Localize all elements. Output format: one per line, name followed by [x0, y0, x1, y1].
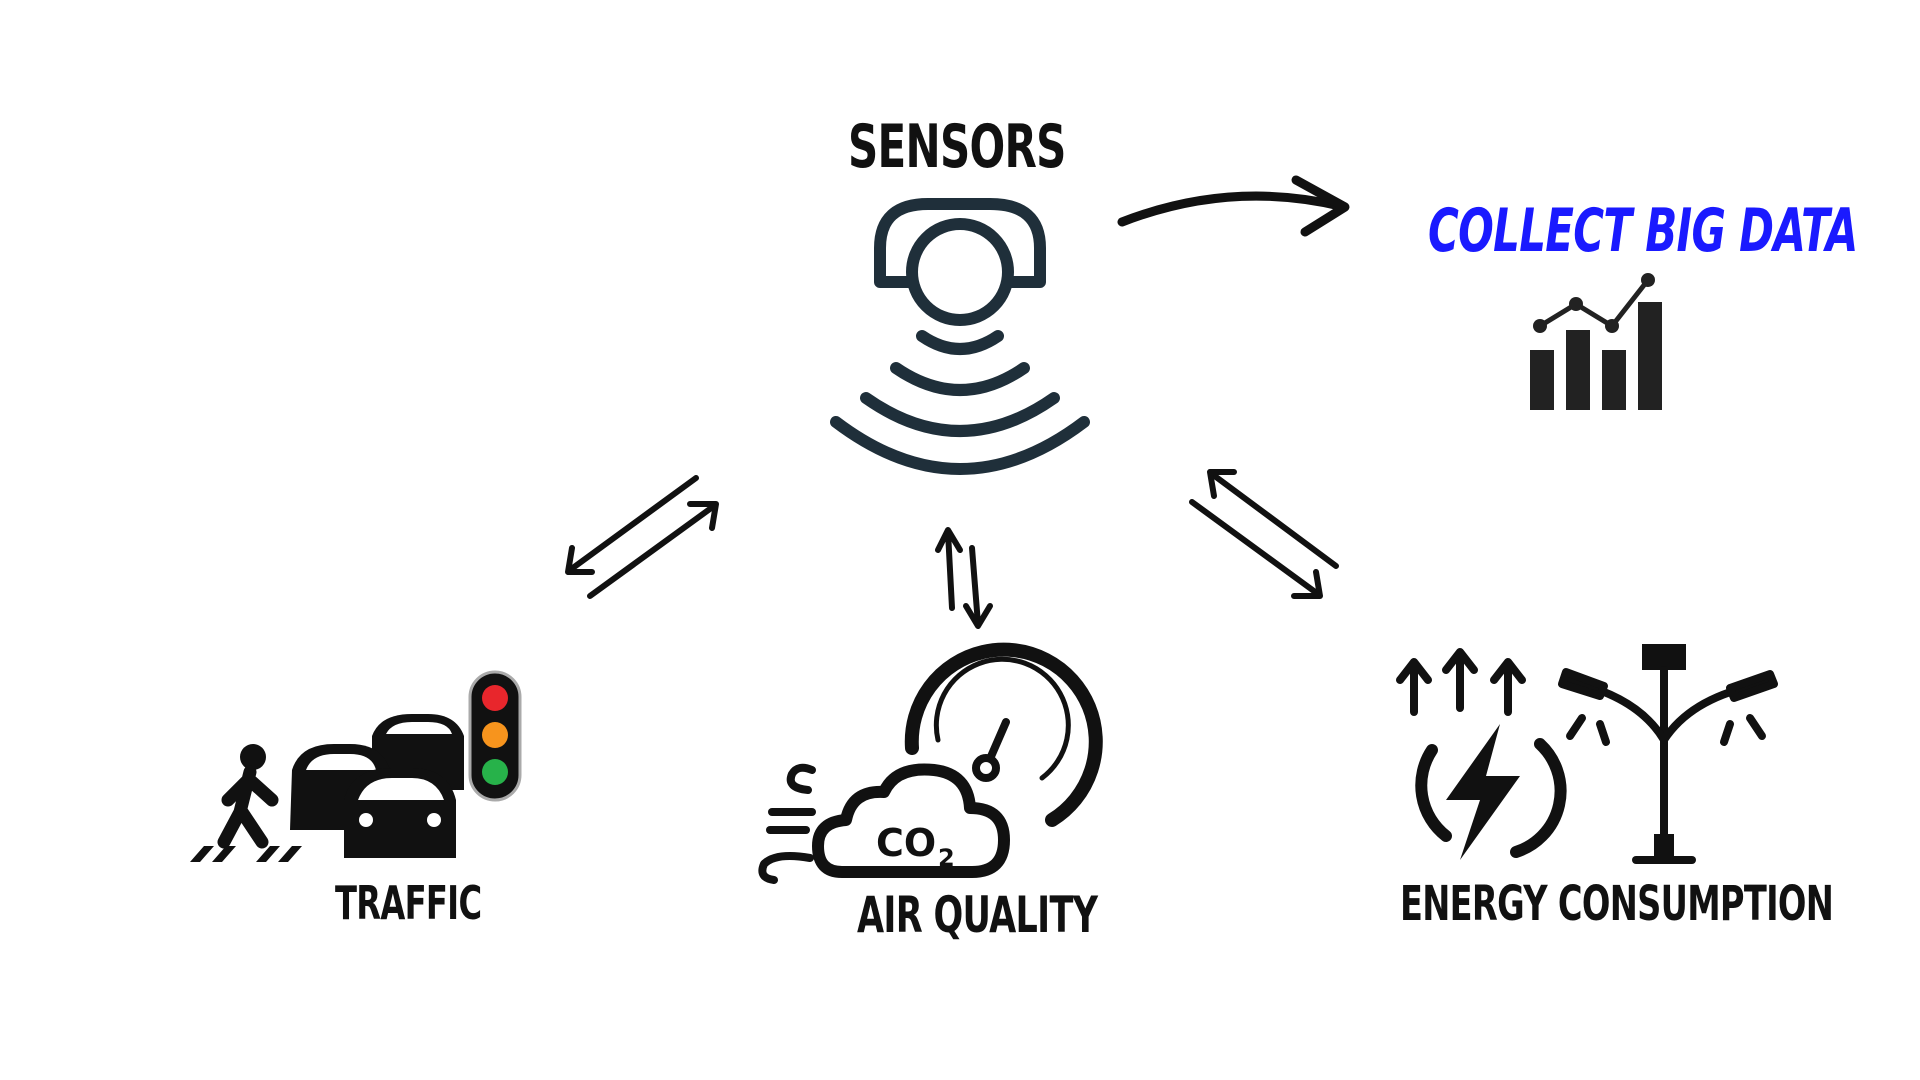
traffic-label: TRAFFIC — [335, 876, 482, 930]
solar-streetlight-icon — [1558, 644, 1778, 864]
traffic-light-icon — [468, 670, 522, 802]
bar-line-chart-icon — [1530, 273, 1662, 410]
lightning-bolt-icon — [1415, 724, 1567, 860]
double-arrow-air-icon — [935, 527, 993, 629]
co2-text: CO — [876, 821, 936, 865]
curved-arrow-icon — [1117, 175, 1350, 237]
sensors-label: SENSORS — [848, 112, 1066, 182]
energy-streetlight-icon — [1396, 644, 1778, 864]
co2-gauge-icon — [758, 642, 1103, 884]
up-arrows-icon — [1396, 648, 1526, 716]
sensor-wave-icon — [830, 198, 1090, 475]
double-arrow-traffic-icon — [565, 475, 719, 599]
air-quality-label: AIR QUALITY — [857, 886, 1098, 944]
energy-consumption-label: ENERGY CONSUMPTION — [1400, 876, 1834, 932]
traffic-cars-icon — [190, 670, 522, 862]
double-arrow-energy-icon — [1189, 469, 1339, 599]
collect-big-data-label: COLLECT BIG DATA — [1428, 196, 1858, 266]
co2-subscript: 2 — [938, 844, 955, 872]
